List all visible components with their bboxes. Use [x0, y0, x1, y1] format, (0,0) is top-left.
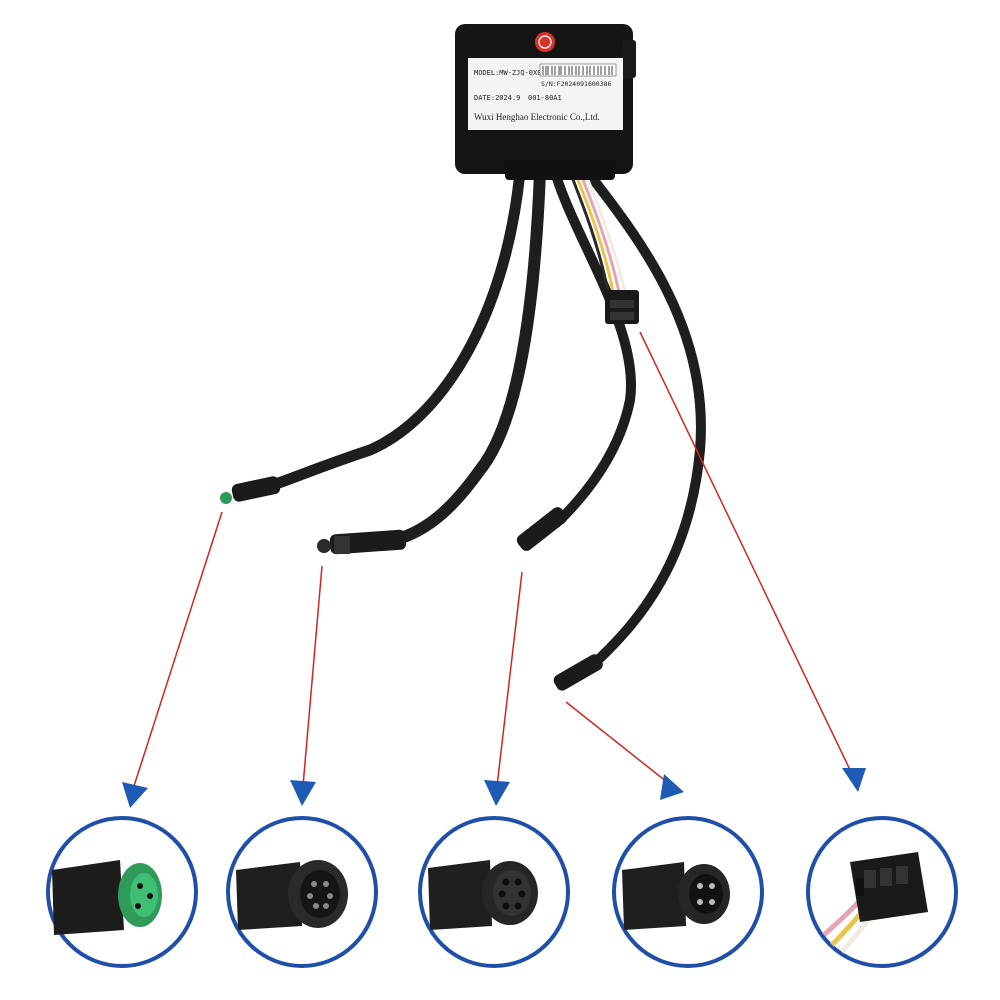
callout-arrows — [122, 331, 866, 808]
arrow-line-3 — [496, 571, 523, 787]
label-date: DATE:2024.9 — [474, 94, 520, 102]
arrowhead-1 — [122, 782, 148, 808]
green-male-connector-icon — [52, 860, 162, 935]
connector-end-4 — [553, 654, 603, 691]
cable-4 — [585, 170, 706, 665]
wire-white — [583, 170, 627, 294]
connector-end-5-plug — [605, 290, 639, 324]
controller-box: MODEL:MW-ZJQ-0X0 S/N:F2024091600386 DATE… — [455, 24, 636, 180]
arrow-line-5 — [639, 331, 853, 775]
connector-end-1 — [220, 476, 281, 504]
label-serial: S/N:F2024091600386 — [541, 80, 612, 88]
arrowhead-5 — [842, 768, 866, 792]
arrowhead-3 — [484, 780, 510, 806]
detail-circle-5 — [806, 816, 958, 968]
label-model: MODEL:MW-ZJQ-0X0 — [474, 69, 541, 77]
four-pin-plug-connector-icon — [822, 852, 928, 954]
arrowhead-4 — [660, 774, 684, 800]
cable-3 — [550, 167, 637, 525]
certification-seal-icon — [535, 32, 555, 52]
detail-circle-4 — [612, 816, 764, 968]
wire-dark — [568, 170, 610, 294]
cable-group — [252, 166, 706, 665]
female-threaded-connector-icon — [236, 860, 348, 930]
connector-end-3 — [516, 507, 568, 551]
label-manufacturer: Wuxi Henghao Electronic Co.,Ltd. — [474, 112, 600, 122]
wire-pink — [578, 170, 621, 294]
male-four-pin-connector-icon — [622, 862, 730, 930]
female-six-pin-connector-icon — [428, 860, 538, 930]
arrow-line-4 — [565, 701, 673, 787]
wire-yellow — [573, 170, 615, 294]
cable-1 — [252, 166, 526, 496]
arrow-line-2 — [302, 565, 323, 787]
connector-end-2 — [317, 529, 407, 555]
barcode — [542, 66, 613, 75]
label-code: 001-80A1 — [528, 94, 562, 102]
cable-2 — [389, 166, 546, 546]
arrowhead-2 — [290, 780, 316, 806]
detail-circle-1 — [46, 816, 198, 968]
detail-circle-3 — [418, 816, 570, 968]
detail-circle-2 — [226, 816, 378, 968]
arrow-line-1 — [133, 511, 223, 787]
